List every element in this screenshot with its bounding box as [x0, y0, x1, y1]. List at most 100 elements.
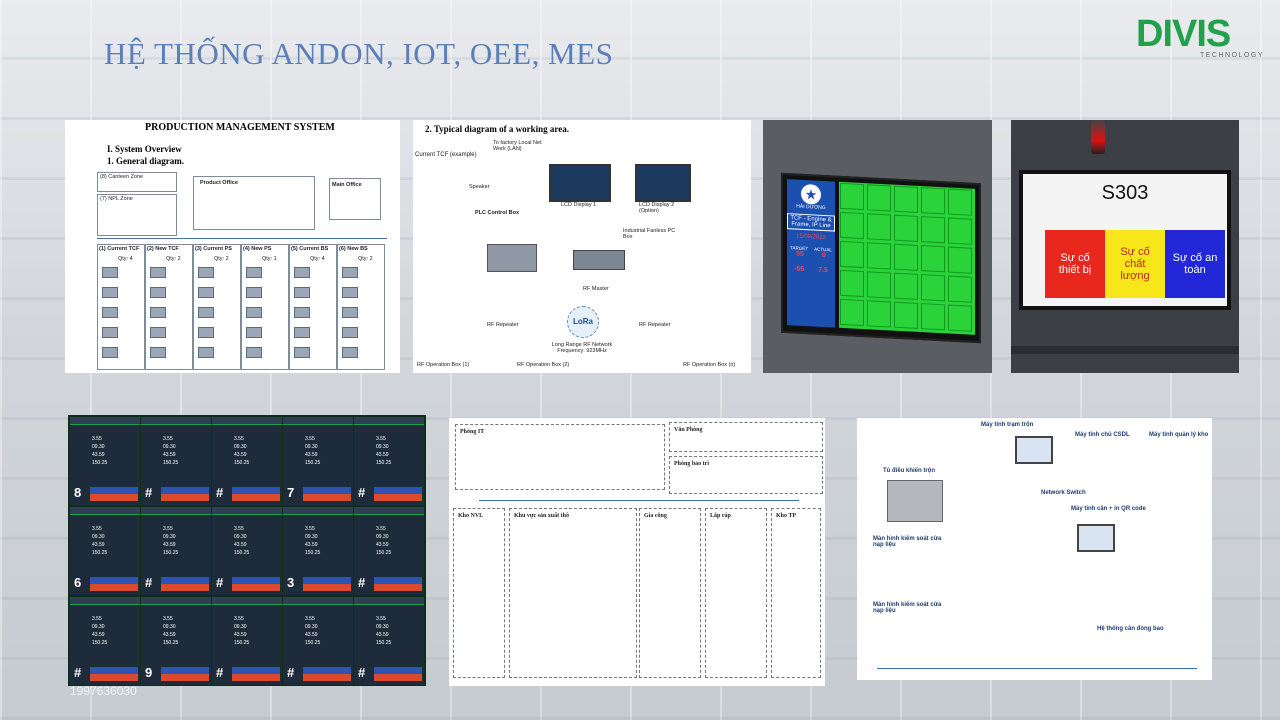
card-header	[354, 507, 424, 515]
device-icon	[246, 287, 262, 298]
andon-station-grid	[839, 181, 975, 335]
card-value: 150.25	[376, 640, 392, 646]
plc-box	[487, 244, 537, 272]
card-value: 3.55	[305, 616, 315, 622]
device-icon	[198, 347, 214, 358]
device-icon	[294, 287, 310, 298]
zone-qty: Qty: 4	[310, 256, 325, 262]
card-value: 43.59	[376, 542, 389, 548]
andon-cell	[948, 188, 972, 216]
device-icon	[102, 307, 118, 318]
diagram2-title: 2. Typical diagram of a working area.	[425, 124, 569, 134]
plc-label: PLC Control Box	[475, 210, 519, 216]
network-area: Gia công	[639, 508, 701, 678]
card-value: 43.59	[234, 542, 247, 548]
target-value: 55	[796, 250, 804, 258]
andon-cell	[894, 301, 918, 329]
andon-cell	[921, 303, 945, 331]
device-icon	[102, 287, 118, 298]
area-label: Khu vực sản xuất thô	[514, 513, 569, 519]
card-number: #	[216, 575, 224, 590]
card-value: 43.59	[305, 632, 318, 638]
incident-button[interactable]: Sự cố an toàn	[1165, 230, 1225, 298]
andon-cell	[921, 216, 945, 244]
card-value: 150.25	[163, 460, 179, 466]
card-number: 8	[74, 485, 82, 500]
card-value: 09.30	[305, 444, 318, 450]
op-box-1-label: RF Operation Box (1)	[417, 362, 470, 368]
card-value: 09.30	[376, 534, 389, 540]
working-area-diagram: 2. Typical diagram of a working area. Cu…	[413, 120, 751, 373]
card-value: 09.30	[234, 534, 247, 540]
diagram-section: I. System Overview	[107, 144, 182, 154]
card-status-bar	[90, 487, 138, 501]
device-icon	[150, 307, 166, 318]
lcd2-label: LCD Display 2 (Option)	[639, 202, 675, 214]
card-status-bar	[232, 577, 280, 591]
monitor-frame: ★ HẢI DƯƠNG TCF - Engine & Frame, IP Lin…	[781, 172, 981, 344]
card-header	[283, 597, 353, 605]
diagram-label: Tủ điều khiển trộn	[883, 468, 935, 474]
card-header	[141, 417, 211, 425]
network-area: Văn Phòng	[669, 422, 823, 452]
tower-light	[1091, 120, 1105, 154]
device-icon	[294, 267, 310, 278]
card-status-bar	[303, 487, 351, 501]
device-icon	[342, 347, 358, 358]
device-icon	[198, 267, 214, 278]
card-number: 9	[145, 665, 153, 680]
card-status-bar	[232, 667, 280, 681]
network-area: Khu vực sản xuất thô	[509, 508, 637, 678]
device-icon	[342, 287, 358, 298]
incident-button[interactable]: Sự cố chất lượng	[1105, 230, 1165, 298]
op-box-n-label: RF Operation Box (n)	[683, 362, 736, 368]
card-value: 3.55	[376, 526, 386, 532]
card-value: 150.25	[376, 460, 392, 466]
card-header	[141, 507, 211, 515]
card-number: 3	[287, 575, 295, 590]
card-value: 3.55	[92, 616, 102, 622]
card-header	[212, 507, 282, 515]
card-value: 43.59	[234, 452, 247, 458]
card-number: #	[358, 575, 366, 590]
card-value: 150.25	[305, 640, 321, 646]
card-value: 09.30	[376, 624, 389, 630]
card-value: 09.30	[376, 444, 389, 450]
device-icon	[246, 267, 262, 278]
network-label: Long Range RF Network Frequency: 923MHz	[551, 342, 613, 354]
card-value: 09.30	[163, 534, 176, 540]
card-status-bar	[161, 667, 209, 681]
speaker-label: Speaker	[469, 184, 490, 190]
card-value: 09.30	[92, 444, 105, 450]
card-status-bar	[374, 487, 422, 501]
current-tcf-label: Current TCF (example)	[415, 152, 477, 158]
card-status-bar	[161, 487, 209, 501]
lcd-display-1	[549, 164, 611, 202]
diagram-title: PRODUCTION MANAGEMENT SYSTEM	[145, 122, 335, 133]
andon-cell	[921, 274, 945, 302]
zone-qty: Qty: 1	[262, 256, 277, 262]
card-header	[212, 417, 282, 425]
incident-button[interactable]: Sự cố thiết bị	[1045, 230, 1105, 298]
area-label: Văn Phòng	[674, 427, 703, 433]
card-value: 150.25	[92, 640, 108, 646]
diagram-label: Hệ thống cân đóng bao	[1097, 626, 1164, 632]
device-icon	[294, 307, 310, 318]
station-code: S303	[1101, 182, 1149, 204]
network-line	[97, 238, 387, 239]
